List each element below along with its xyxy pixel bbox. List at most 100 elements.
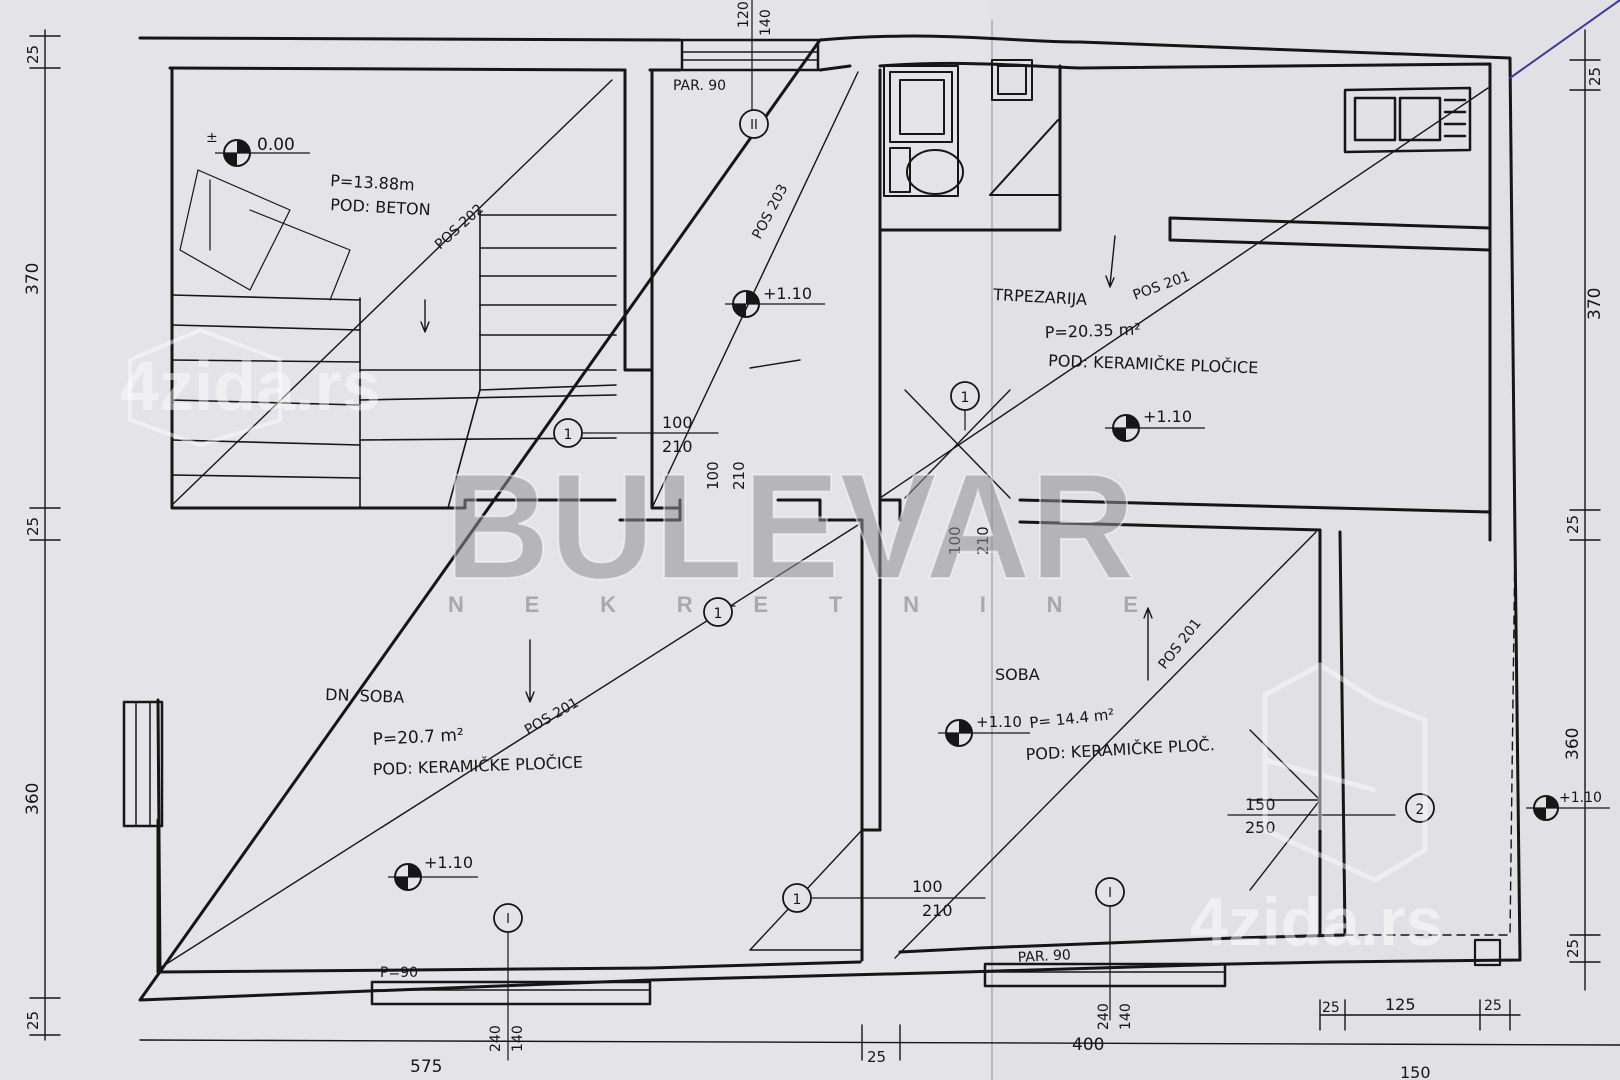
dining-level-value: +1.10 — [1143, 407, 1192, 426]
living-window-h1: 240 — [488, 1025, 504, 1052]
watermark-logo-left — [128, 327, 282, 448]
window-left — [122, 700, 164, 828]
dining-area: P=20.35 m² — [1044, 320, 1141, 342]
living-window-h2: 140 — [510, 1025, 526, 1052]
door-2-width: 100 — [704, 461, 722, 490]
window-living — [370, 980, 652, 1006]
door-1-mark: 1 — [564, 427, 573, 443]
dim-left-4: 25 — [24, 1011, 42, 1030]
door-3-width: 100 — [946, 526, 964, 555]
terrace-column — [1473, 938, 1502, 967]
dining-diagonal — [879, 87, 1489, 499]
living-diagonal — [159, 524, 859, 969]
kitchen-counter — [1343, 86, 1472, 154]
window-mark-circle-living — [493, 903, 523, 933]
stair-level-value: 0.00 — [257, 135, 295, 155]
bedroom-diagonal — [894, 531, 1317, 959]
door-mark-circle-4 — [703, 597, 733, 627]
stair-wall-hatch — [179, 169, 351, 301]
door-4-mark: 1 — [714, 606, 723, 622]
dim-right-0: 25 — [1586, 67, 1604, 86]
door-1-width: 100 — [662, 413, 693, 432]
door-5-mark: 1 — [793, 892, 802, 908]
door-7-width: 150 — [1245, 795, 1276, 814]
dim-left-2: 25 — [24, 517, 42, 536]
watermark-brand: BULEVAR — [445, 442, 1135, 610]
stair-area: P=13.88m — [330, 171, 415, 194]
stair-level-sign: ± — [206, 130, 218, 146]
bedroom-window-h1: 240 — [1096, 1003, 1112, 1030]
bedroom-level-value: +1.10 — [976, 713, 1022, 731]
outer-wall-outer — [138, 34, 1522, 1002]
living-window-label: P=90 — [380, 965, 418, 981]
level-marker-outside — [1526, 795, 1610, 821]
corridor-diagonal — [651, 71, 859, 509]
level-marker-living — [388, 863, 478, 891]
level-marker-bedroom — [938, 719, 1030, 747]
bathroom-fixtures — [883, 59, 1059, 197]
bedroom-name: SOBA — [995, 665, 1040, 684]
watermark-logo-right — [1262, 662, 1428, 883]
door-mark-circle-5 — [782, 883, 812, 913]
outer-wall-inner — [156, 61, 1492, 974]
dining-name: TRPEZARIJA — [992, 285, 1088, 309]
dim-bottom-0: 575 — [410, 1057, 442, 1077]
dim-bottom-6: 150 — [1400, 1063, 1431, 1080]
dimension-lines-right — [1569, 29, 1601, 991]
kitchen-partition — [1168, 62, 1492, 252]
corridor-axis-mark: II — [750, 118, 758, 133]
corridor-window-label: PAR. 90 — [673, 78, 726, 94]
top-window-h2: 140 — [758, 9, 774, 36]
door-mark-circle-1 — [553, 418, 583, 448]
door-1-height: 210 — [662, 437, 693, 456]
terrace-dashed — [1344, 539, 1516, 936]
door-mark-circle-7 — [1405, 793, 1435, 823]
door-5-height: 210 — [922, 901, 953, 920]
dim-bottom-4: 125 — [1385, 995, 1416, 1014]
living-area: P=20.7 m² — [372, 725, 464, 750]
bathroom-walls — [878, 64, 1062, 232]
living-name: DN. SOBA — [325, 685, 405, 707]
dining-walls — [878, 228, 1492, 532]
dim-bottom-3: 25 — [1322, 1000, 1340, 1016]
axis-circle-corridor — [739, 109, 769, 139]
dim-right-2: 25 — [1564, 515, 1582, 534]
dim-bottom-2: 400 — [1072, 1035, 1104, 1055]
corridor-level-value: +1.10 — [763, 284, 812, 303]
blue-pen-stroke — [1509, 0, 1620, 79]
level-marker-dining — [1105, 414, 1205, 442]
door-2-height: 210 — [730, 461, 748, 490]
window-mark-circle-bedroom — [1095, 877, 1125, 907]
dimension-lines-left — [29, 29, 61, 1041]
bedroom-window-label: PAR. 90 — [1017, 947, 1071, 966]
door-3-height: 210 — [974, 526, 992, 555]
dim-bottom-1: 25 — [867, 1048, 886, 1066]
door-5-width: 100 — [912, 877, 943, 896]
level-marker-stair — [215, 139, 310, 167]
bedroom-window-mark: I — [1108, 886, 1112, 901]
terrace-door-swing — [1249, 729, 1321, 891]
outside-level-value: +1.10 — [1559, 790, 1602, 806]
window-top — [680, 38, 820, 72]
living-level-value: +1.10 — [424, 853, 473, 872]
dim-right-4: 25 — [1564, 939, 1582, 958]
door-7-height: 250 — [1245, 818, 1276, 837]
window-bedroom — [983, 962, 1227, 988]
watermark-site-right: 4zida.rs — [1190, 884, 1443, 960]
level-marker-corridor — [725, 290, 825, 318]
span-arrows — [420, 235, 1153, 703]
watermark-site-left: 4zida.rs — [120, 347, 381, 425]
dimension-lines-bottom — [139, 999, 1620, 1061]
bedroom-walls — [860, 528, 1322, 962]
door-mark-circle-6 — [950, 381, 980, 411]
door-6-mark: 1 — [961, 390, 970, 406]
top-window-h1: 120 — [736, 1, 752, 28]
dim-right-1: 370 — [1585, 288, 1605, 320]
bedroom-window-h2: 140 — [1118, 1003, 1134, 1030]
stair-diagonal — [171, 79, 613, 506]
dim-left-1: 370 — [23, 263, 43, 295]
dim-right-3: 360 — [1563, 728, 1583, 760]
door-7-mark: 2 — [1416, 802, 1425, 818]
dim-bottom-5: 25 — [1484, 998, 1502, 1014]
